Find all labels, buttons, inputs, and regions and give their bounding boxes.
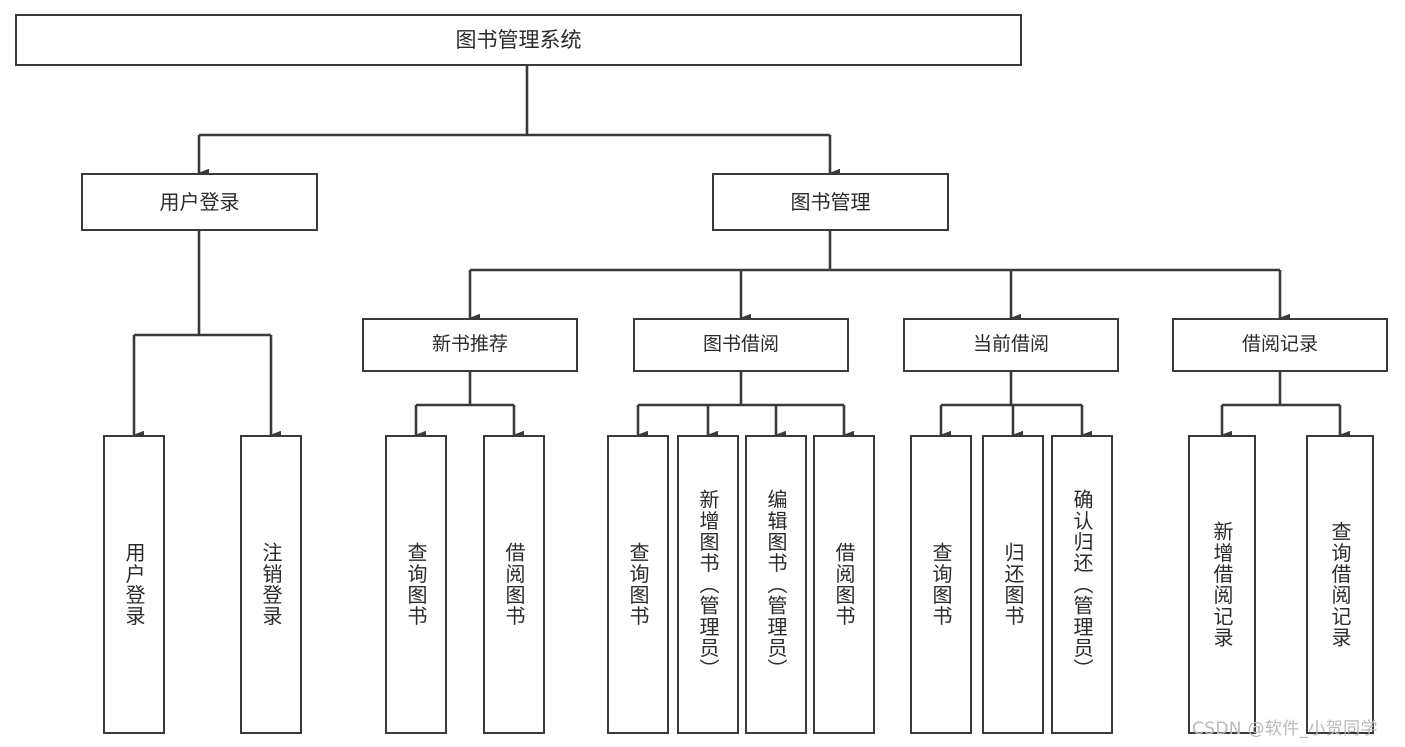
node-leaf-edit-book-admin[interactable]: 编辑图书（管理员） <box>745 435 807 734</box>
csdn-watermark: CSDN @软件_小贺同学 <box>1192 719 1378 739</box>
node-label: 借阅图书 <box>502 542 526 627</box>
node-level2-borrow-records[interactable]: 借阅记录 <box>1172 318 1388 372</box>
node-level2-current-borrow[interactable]: 当前借阅 <box>903 318 1119 372</box>
node-leaf-user-login[interactable]: 用户登录 <box>103 435 165 734</box>
node-label: 用户登录 <box>159 189 240 214</box>
node-label: 新书推荐 <box>431 333 508 356</box>
node-leaf-add-borrow-record[interactable]: 新增借阅记录 <box>1188 435 1256 734</box>
node-label: 查询图书 <box>404 542 428 627</box>
node-label: 查询图书 <box>626 542 650 627</box>
node-level2-book-borrow[interactable]: 图书借阅 <box>633 318 849 372</box>
node-label: 借阅记录 <box>1241 333 1318 356</box>
node-label: 图书管理 <box>790 189 871 214</box>
node-label: 图书借阅 <box>702 333 779 356</box>
node-label: 新增图书（管理员） <box>696 489 720 680</box>
node-level2-new-book-recommend[interactable]: 新书推荐 <box>362 318 578 372</box>
node-leaf-query-books-recommend[interactable]: 查询图书 <box>385 435 447 734</box>
node-leaf-add-book-admin[interactable]: 新增图书（管理员） <box>677 435 739 734</box>
node-label: 归还图书 <box>1001 542 1025 627</box>
node-label: 当前借阅 <box>972 333 1049 356</box>
node-root[interactable]: 图书管理系统 <box>15 14 1022 66</box>
node-label: 查询图书 <box>929 542 953 627</box>
node-label: 借阅图书 <box>832 542 856 627</box>
node-leaf-return-books[interactable]: 归还图书 <box>982 435 1044 734</box>
node-label: 图书管理系统 <box>455 27 582 52</box>
node-label: 用户登录 <box>122 542 146 627</box>
node-label: 确认归还（管理员） <box>1070 489 1094 680</box>
node-leaf-confirm-return-admin[interactable]: 确认归还（管理员） <box>1051 435 1113 734</box>
node-level1-book-management[interactable]: 图书管理 <box>712 173 949 231</box>
node-leaf-query-borrow-record[interactable]: 查询借阅记录 <box>1306 435 1374 734</box>
node-label: 注销登录 <box>259 542 283 627</box>
node-leaf-logout[interactable]: 注销登录 <box>240 435 302 734</box>
node-leaf-query-books-current[interactable]: 查询图书 <box>910 435 972 734</box>
node-leaf-query-books-borrow[interactable]: 查询图书 <box>607 435 669 734</box>
node-label: 新增借阅记录 <box>1210 520 1234 649</box>
node-label: 查询借阅记录 <box>1328 520 1352 649</box>
node-level1-user-login[interactable]: 用户登录 <box>81 173 318 231</box>
node-label: 编辑图书（管理员） <box>764 489 788 680</box>
node-leaf-borrow-books[interactable]: 借阅图书 <box>813 435 875 734</box>
node-leaf-borrow-books-recommend[interactable]: 借阅图书 <box>483 435 545 734</box>
